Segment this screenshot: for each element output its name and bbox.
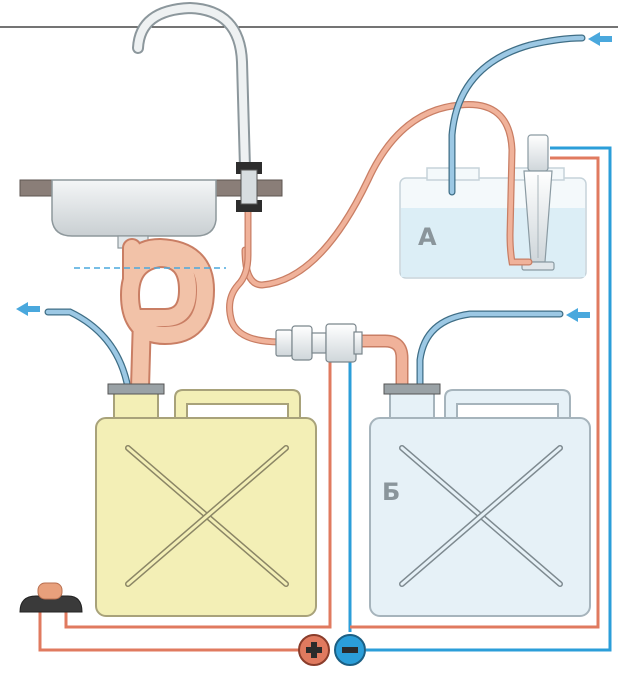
siphon [119,237,216,398]
arrow-left-icon [566,308,590,322]
drain-pipe-sink [226,196,284,346]
wire-positive-tank [350,156,600,629]
pipe-fitting [275,323,363,363]
terminal-positive [298,634,330,666]
minus-icon [342,647,358,653]
faucet-icon [132,1,251,174]
tank-a-label: А [418,223,437,251]
push-button-icon [19,582,83,613]
sink-bowl [51,179,217,237]
wire-positive [38,345,332,652]
arrow-left-icon [588,32,612,46]
arrow-left-icon [16,302,40,316]
pump-a [521,134,555,271]
canister-b [369,383,591,617]
faucet-mount [236,162,262,212]
terminal-negative [334,634,366,666]
wire-negative [348,146,612,652]
canister-b-label: Б [382,478,400,506]
canister-waste [95,383,317,617]
